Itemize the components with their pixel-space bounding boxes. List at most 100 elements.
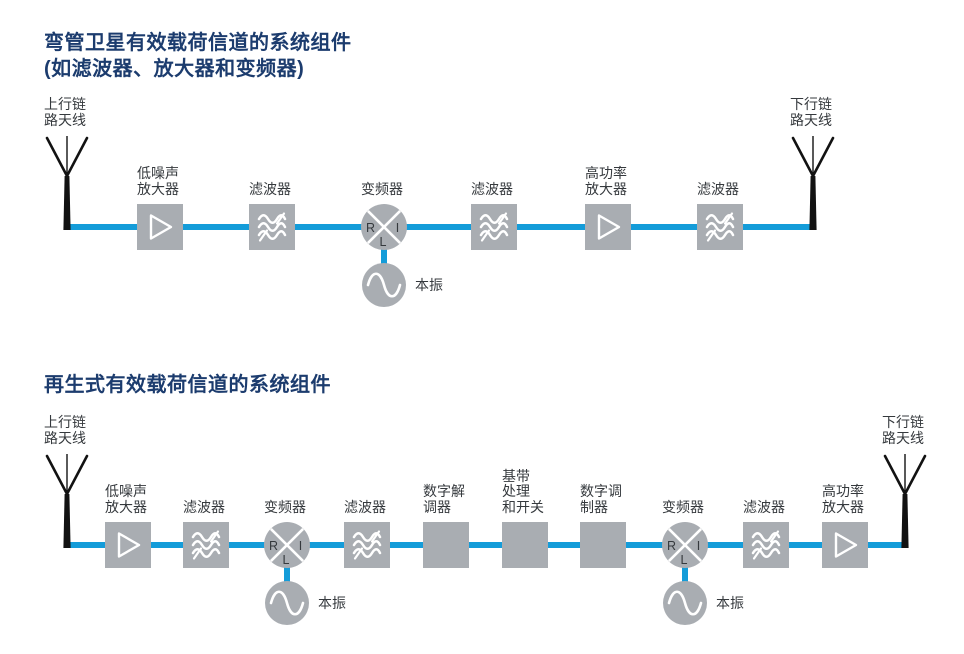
label-line: 高功率 (822, 483, 864, 499)
amplifier-icon (834, 532, 858, 558)
filter-1-box (183, 522, 229, 568)
baseband-processing-switch-box (502, 522, 548, 568)
label-line: 低噪声 (137, 165, 179, 181)
label-line: 放大器 (137, 180, 179, 197)
title-line-1: 弯管卫星有效载荷信道的系统组件 (44, 32, 352, 54)
downlink-antenna-icon (791, 136, 835, 230)
mixer-port-r: R (667, 539, 676, 553)
label-line: 数字调 (580, 483, 622, 499)
filter-1-label: 滤波器 (249, 180, 291, 198)
filter-icon (257, 212, 287, 242)
filter-icon (751, 530, 781, 560)
label-line: 上行链 (44, 414, 86, 430)
filter-2-box (344, 522, 390, 568)
label-line: 放大器 (822, 498, 864, 515)
local-oscillator-icon (663, 581, 707, 625)
amplifier-icon (149, 214, 173, 240)
lo-connector-line (284, 563, 290, 583)
frequency-converter-label: 变频器 (361, 180, 403, 198)
label-line: 制器 (580, 498, 608, 515)
label-line: 路天线 (44, 111, 86, 128)
label-line: 路天线 (790, 111, 832, 128)
label-line: 下行链 (790, 96, 832, 112)
label-line: 滤波器 (697, 180, 739, 197)
mixer-port-i: I (299, 539, 302, 553)
filter-icon (705, 212, 735, 242)
low-noise-amplifier-box (105, 522, 151, 568)
signal-path-line (67, 542, 905, 548)
local-oscillator-icon (265, 581, 309, 625)
local-oscillator-label: 本振 (716, 595, 744, 611)
downlink-antenna-icon (883, 454, 927, 548)
amplifier-icon (117, 532, 141, 558)
label-line: 上行链 (44, 96, 86, 112)
filter-icon (479, 212, 509, 242)
high-power-amplifier-label: 高功率放大器 (585, 165, 627, 197)
label-line: 变频器 (361, 180, 403, 197)
low-noise-amplifier-label: 低噪声放大器 (137, 165, 179, 197)
label-line: 下行链 (882, 414, 924, 430)
label-line: 滤波器 (471, 180, 513, 197)
low-noise-amplifier-box (137, 204, 183, 250)
label-line: 放大器 (105, 498, 147, 515)
uplink-antenna-label: 上行链路天线 (44, 414, 86, 446)
filter-icon (191, 530, 221, 560)
lo-connector-line (381, 245, 387, 265)
digital-demodulator-box (423, 522, 469, 568)
label-line: 变频器 (264, 498, 306, 515)
label-line: 低噪声 (105, 483, 147, 499)
high-power-amplifier-box (822, 522, 868, 568)
label-line: 处理 (502, 483, 530, 499)
label-line: 数字解 (423, 483, 465, 499)
title-line-1: 再生式有效载荷信道的系统组件 (44, 374, 331, 396)
baseband-processing-switch-label: 基带处理和开关 (502, 468, 544, 516)
filter-2-box (471, 204, 517, 250)
local-oscillator-icon (362, 263, 406, 307)
filter-icon (352, 530, 382, 560)
uplink-antenna-icon (45, 136, 89, 230)
digital-modulator-box (580, 522, 626, 568)
label-line: 变频器 (662, 498, 704, 515)
label-line: 放大器 (585, 180, 627, 197)
local-oscillator-label: 本振 (415, 277, 443, 293)
filter-2-label: 滤波器 (344, 499, 386, 516)
bent-pipe-diagram-title: 弯管卫星有效载荷信道的系统组件 (如滤波器、放大器和变频器) (44, 30, 352, 82)
down-converter-label: 变频器 (264, 498, 306, 516)
low-noise-amplifier-label: 低噪声放大器 (105, 483, 147, 515)
up-converter-label: 变频器 (662, 498, 704, 516)
label-line: 路天线 (44, 429, 86, 446)
label-line: 滤波器 (743, 498, 785, 515)
downlink-antenna-label: 下行链路天线 (882, 414, 924, 446)
filter-2-label: 滤波器 (471, 180, 513, 198)
label-line: 滤波器 (183, 498, 225, 515)
lo-connector-line (682, 563, 688, 583)
label-line: 路天线 (882, 429, 924, 446)
uplink-antenna-label: 上行链路天线 (44, 96, 86, 128)
filter-1-box (249, 204, 295, 250)
digital-demodulator-label: 数字解调器 (423, 483, 465, 515)
mixer-port-l: L (681, 553, 688, 567)
amplifier-icon (597, 214, 621, 240)
local-oscillator-label: 本振 (318, 595, 346, 611)
high-power-amplifier-box (585, 204, 631, 250)
mixer-port-l: L (380, 235, 387, 249)
down-converter-icon: R IL (264, 522, 310, 568)
mixer-port-r: R (269, 539, 278, 553)
label-line: 滤波器 (249, 180, 291, 197)
digital-modulator-label: 数字调制器 (580, 483, 622, 515)
filter-3-box (697, 204, 743, 250)
title-line-2: (如滤波器、放大器和变频器) (44, 58, 305, 80)
label-line: 调器 (423, 498, 451, 515)
mixer-port-l: L (283, 553, 290, 567)
filter-3-label: 滤波器 (743, 498, 785, 516)
uplink-antenna-icon (45, 454, 89, 548)
downlink-antenna-label: 下行链路天线 (790, 96, 832, 128)
label-line: 高功率 (585, 165, 627, 181)
filter-3-box (743, 522, 789, 568)
regenerative-diagram-title: 再生式有效载荷信道的系统组件 (44, 372, 331, 398)
